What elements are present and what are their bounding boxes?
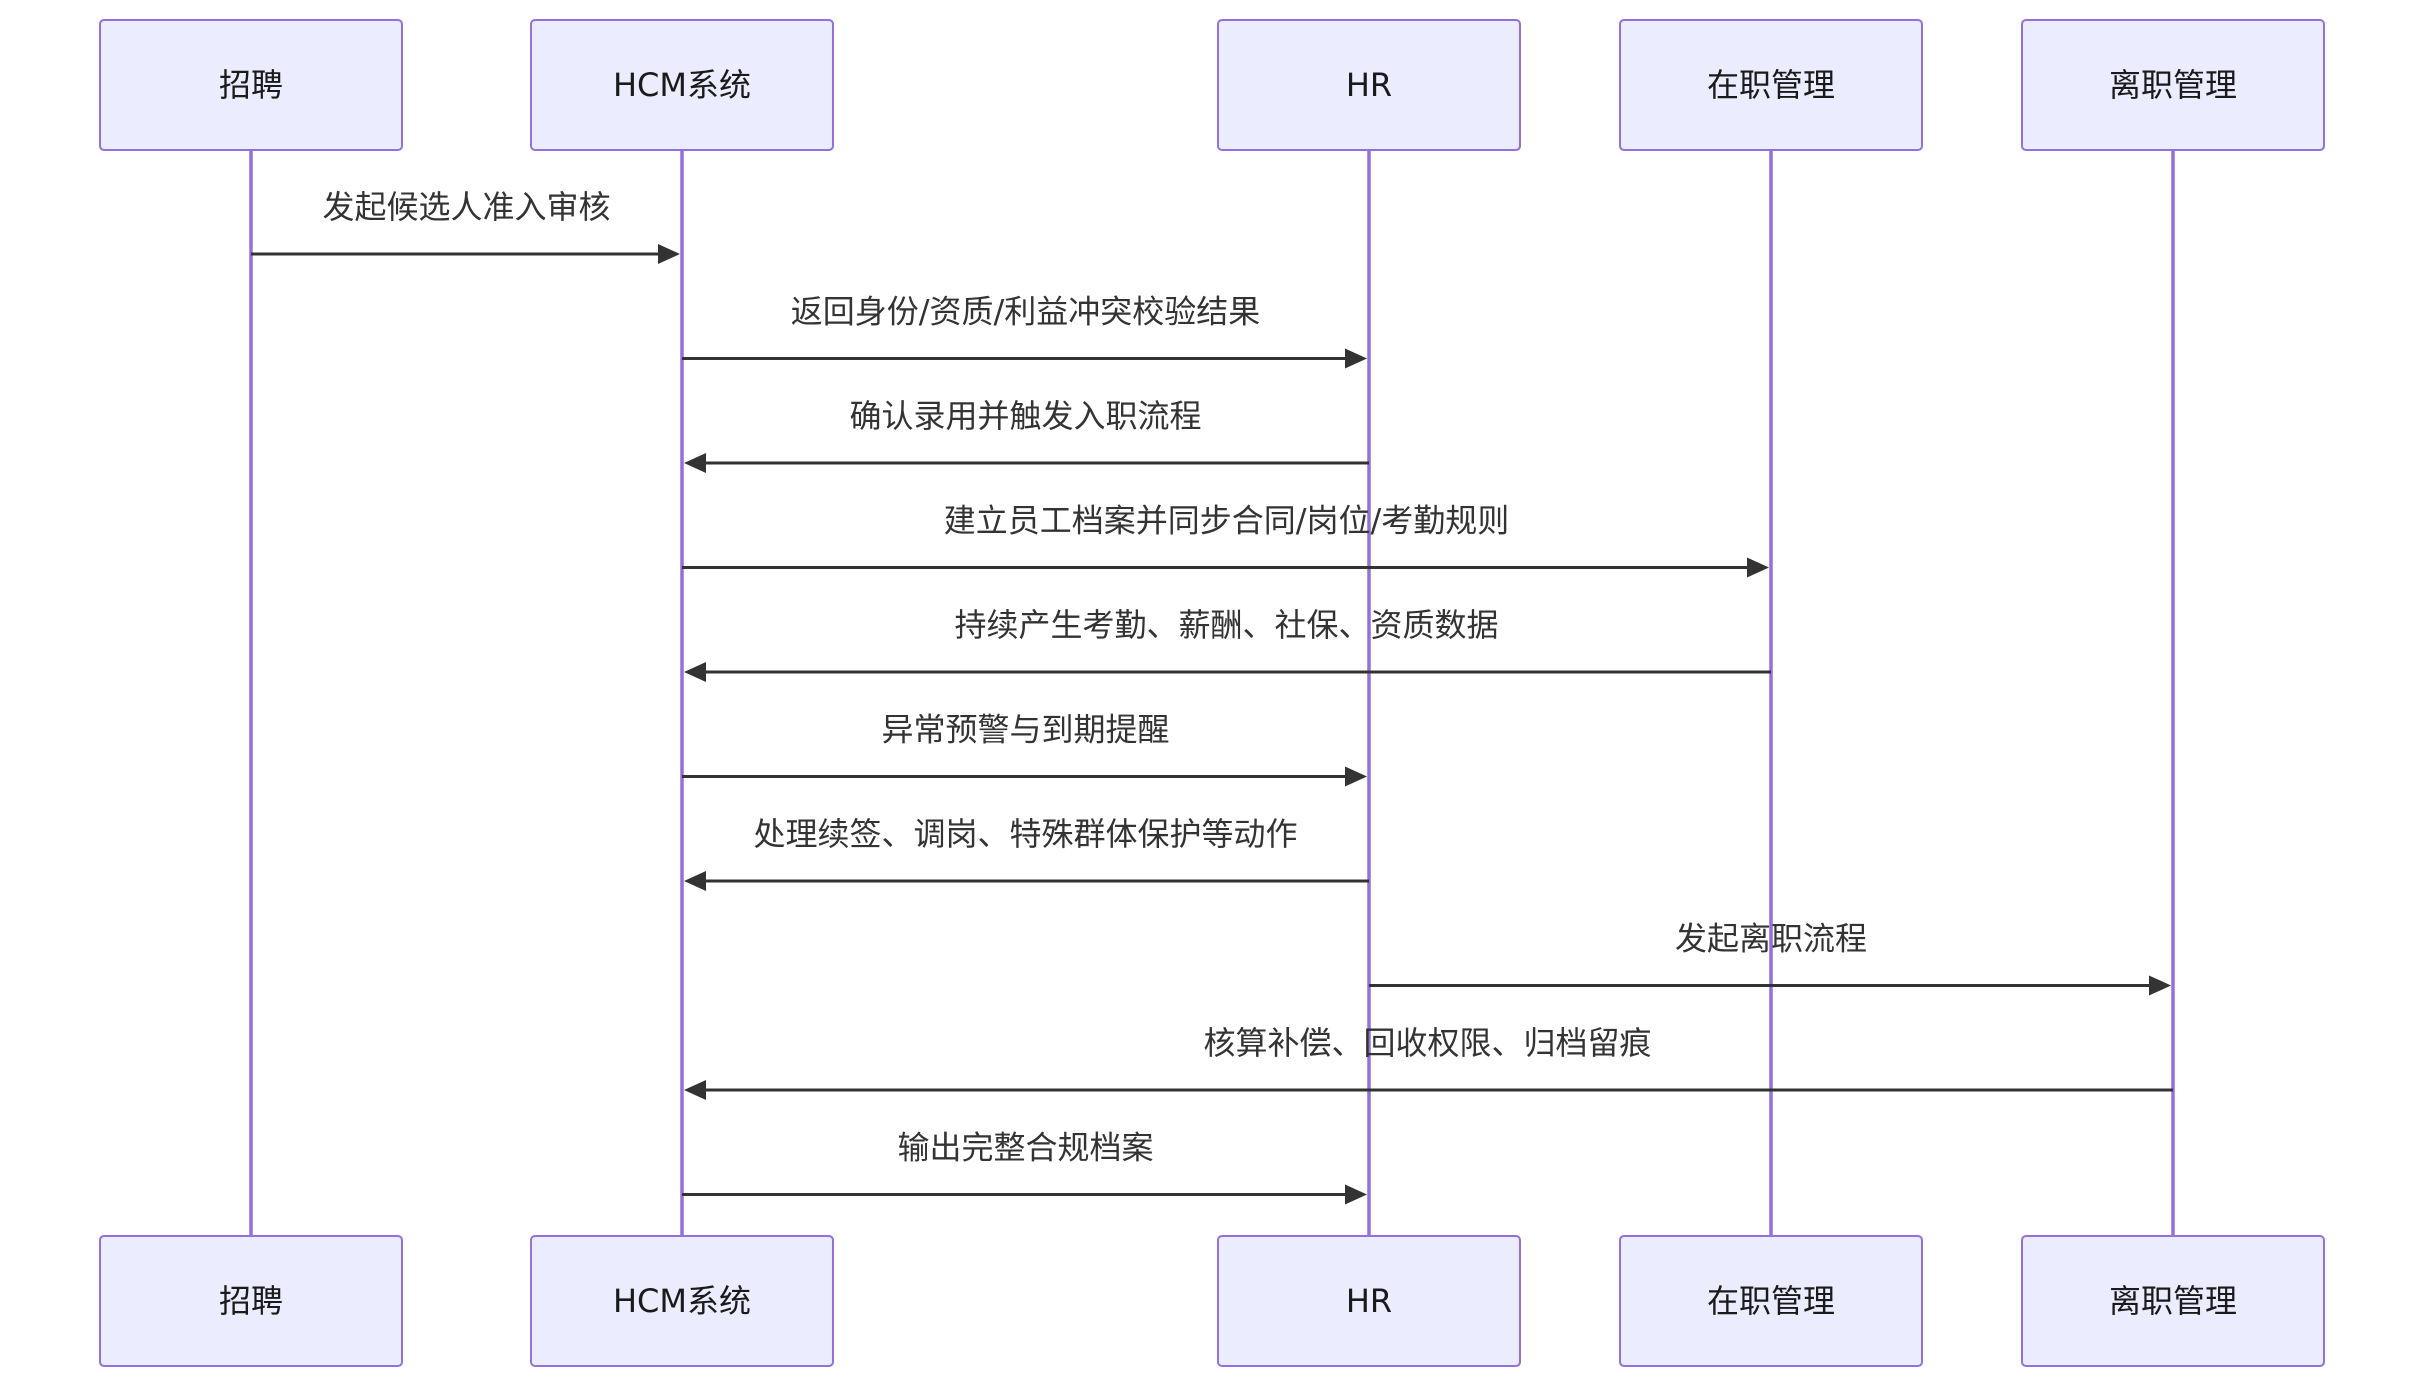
arrowhead <box>684 662 706 682</box>
message-label: 持续产生考勤、薪酬、社保、资质数据 <box>954 606 1498 644</box>
arrowhead <box>1345 766 1367 787</box>
message-label: 发起候选人准入审核 <box>322 188 610 226</box>
participant-box <box>1217 1235 1521 1367</box>
arrowhead <box>1345 1184 1367 1205</box>
lifelines <box>249 150 2175 1236</box>
participant-box <box>2021 1235 2325 1367</box>
message-10: 输出完整合规档案 <box>682 1129 1367 1205</box>
participant-box <box>1619 19 1923 151</box>
participant-box <box>530 1235 834 1367</box>
message-9: 核算补偿、回收权限、归档留痕 <box>684 1024 2173 1100</box>
message-3: 确认录用并触发入职流程 <box>684 397 1369 473</box>
participant-offboard-bottom: 离职管理 <box>2021 1235 2325 1367</box>
message-label: 发起离职流程 <box>1675 920 1867 958</box>
actors-bottom: 招聘 HCM系统 HR 在职管理 离职管理 <box>99 1235 2325 1367</box>
message-label: 确认录用并触发入职流程 <box>849 397 1201 435</box>
participant-label: HR <box>1346 66 1392 104</box>
message-label: 异常预警与到期提醒 <box>881 711 1169 749</box>
participant-hr-top: HR <box>1217 19 1521 151</box>
participant-label: HCM系统 <box>613 66 751 104</box>
message-6: 异常预警与到期提醒 <box>682 711 1367 787</box>
message-label: 处理续签、调岗、特殊群体保护等动作 <box>753 815 1297 853</box>
participant-recruit-top: 招聘 <box>99 19 403 151</box>
arrowhead <box>658 244 680 264</box>
arrowhead <box>1345 348 1367 369</box>
participant-recruit-bottom: 招聘 <box>99 1235 403 1367</box>
participant-hcm-bottom: HCM系统 <box>530 1235 834 1367</box>
participant-box <box>1619 1235 1923 1367</box>
message-8: 发起离职流程 <box>1369 920 2171 996</box>
arrowhead <box>684 871 706 891</box>
arrowhead <box>684 1080 706 1100</box>
participant-label: 离职管理 <box>2109 66 2237 104</box>
actors-top: 招聘 HCM系统 HR 在职管理 离职管理 <box>99 19 2325 151</box>
message-label: 返回身份/资质/利益冲突校验结果 <box>791 293 1261 331</box>
participant-box <box>1217 19 1521 151</box>
participant-label: HR <box>1346 1282 1392 1320</box>
message-1: 发起候选人准入审核 <box>251 188 680 264</box>
participant-hcm-top: HCM系统 <box>530 19 834 151</box>
participant-label: 招聘 <box>219 1282 283 1320</box>
arrowhead <box>2149 975 2171 996</box>
message-4: 建立员工档案并同步合同/岗位/考勤规则 <box>682 502 1769 578</box>
participant-box <box>99 19 403 151</box>
message-7: 处理续签、调岗、特殊群体保护等动作 <box>684 815 1369 891</box>
participant-label: 在职管理 <box>1707 66 1835 104</box>
message-2: 返回身份/资质/利益冲突校验结果 <box>682 293 1367 369</box>
participant-box <box>99 1235 403 1367</box>
messages: 发起候选人准入审核返回身份/资质/利益冲突校验结果确认录用并触发入职流程建立员工… <box>251 188 2173 1205</box>
participant-onjob-top: 在职管理 <box>1619 19 1923 151</box>
participant-box <box>2021 19 2325 151</box>
participant-label: 在职管理 <box>1707 1282 1835 1320</box>
participant-label: HCM系统 <box>613 1282 751 1320</box>
participant-hr-bottom: HR <box>1217 1235 1521 1367</box>
participant-box <box>530 19 834 151</box>
message-label: 输出完整合规档案 <box>897 1129 1153 1167</box>
participant-label: 离职管理 <box>2109 1282 2237 1320</box>
participant-offboard-top: 离职管理 <box>2021 19 2325 151</box>
message-5: 持续产生考勤、薪酬、社保、资质数据 <box>684 606 1771 682</box>
participant-label: 招聘 <box>219 66 283 104</box>
arrowhead <box>1747 557 1769 578</box>
participant-onjob-bottom: 在职管理 <box>1619 1235 1923 1367</box>
message-label: 建立员工档案并同步合同/岗位/考勤规则 <box>944 502 1510 540</box>
message-label: 核算补偿、回收权限、归档留痕 <box>1203 1024 1651 1062</box>
arrowhead <box>684 453 706 473</box>
